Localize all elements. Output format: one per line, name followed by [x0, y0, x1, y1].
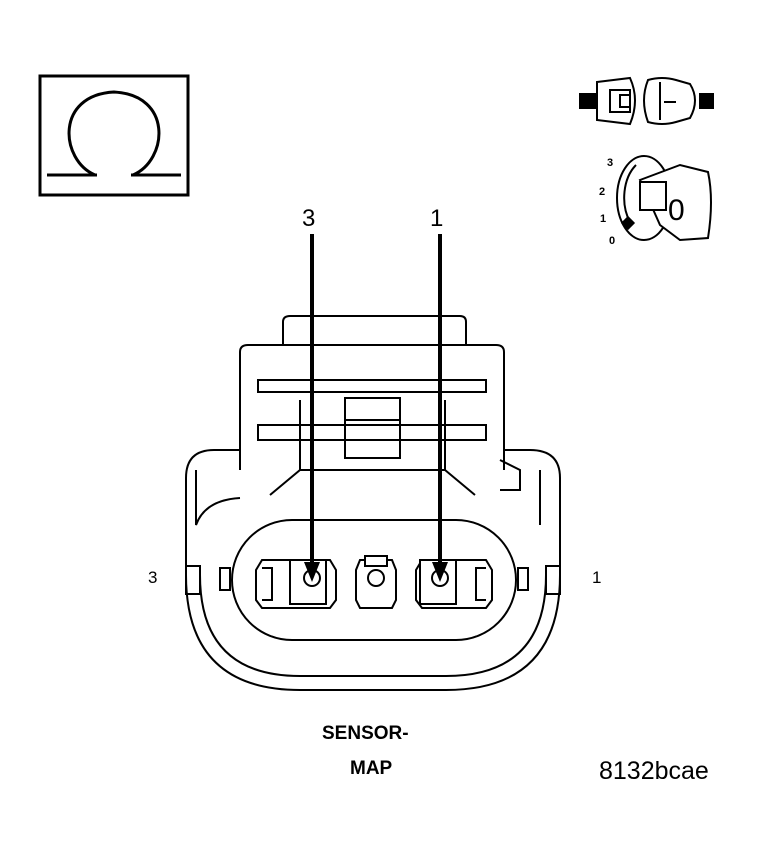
ignition-key-off-icon: 3 2 1 0 0	[599, 155, 712, 247]
ignition-position-1: 1	[600, 213, 606, 225]
side-pin-label-1: 1	[592, 568, 601, 587]
figure-code: 8132bcae	[599, 757, 709, 785]
probe-arrow-pin-3	[304, 234, 320, 582]
terminal-1	[415, 559, 493, 609]
terminal-2	[355, 555, 397, 609]
sensor-title-line1: SENSOR-	[322, 723, 409, 744]
sensor-title-line2: MAP	[350, 758, 393, 779]
side-pin-label-3: 3	[148, 568, 157, 587]
ignition-position-0: 0	[609, 235, 615, 247]
connector-disconnected-icon	[579, 76, 714, 126]
top-pin-label-3: 3	[302, 205, 315, 232]
connector-body	[185, 315, 561, 691]
ignition-key-label: 0	[668, 194, 685, 227]
terminal-3	[255, 559, 337, 609]
ignition-position-2: 2	[599, 186, 605, 198]
ohmmeter-icon	[38, 74, 190, 197]
top-pin-label-1: 1	[430, 205, 443, 232]
ignition-position-3: 3	[607, 157, 613, 169]
probe-arrow-pin-1	[432, 234, 448, 582]
